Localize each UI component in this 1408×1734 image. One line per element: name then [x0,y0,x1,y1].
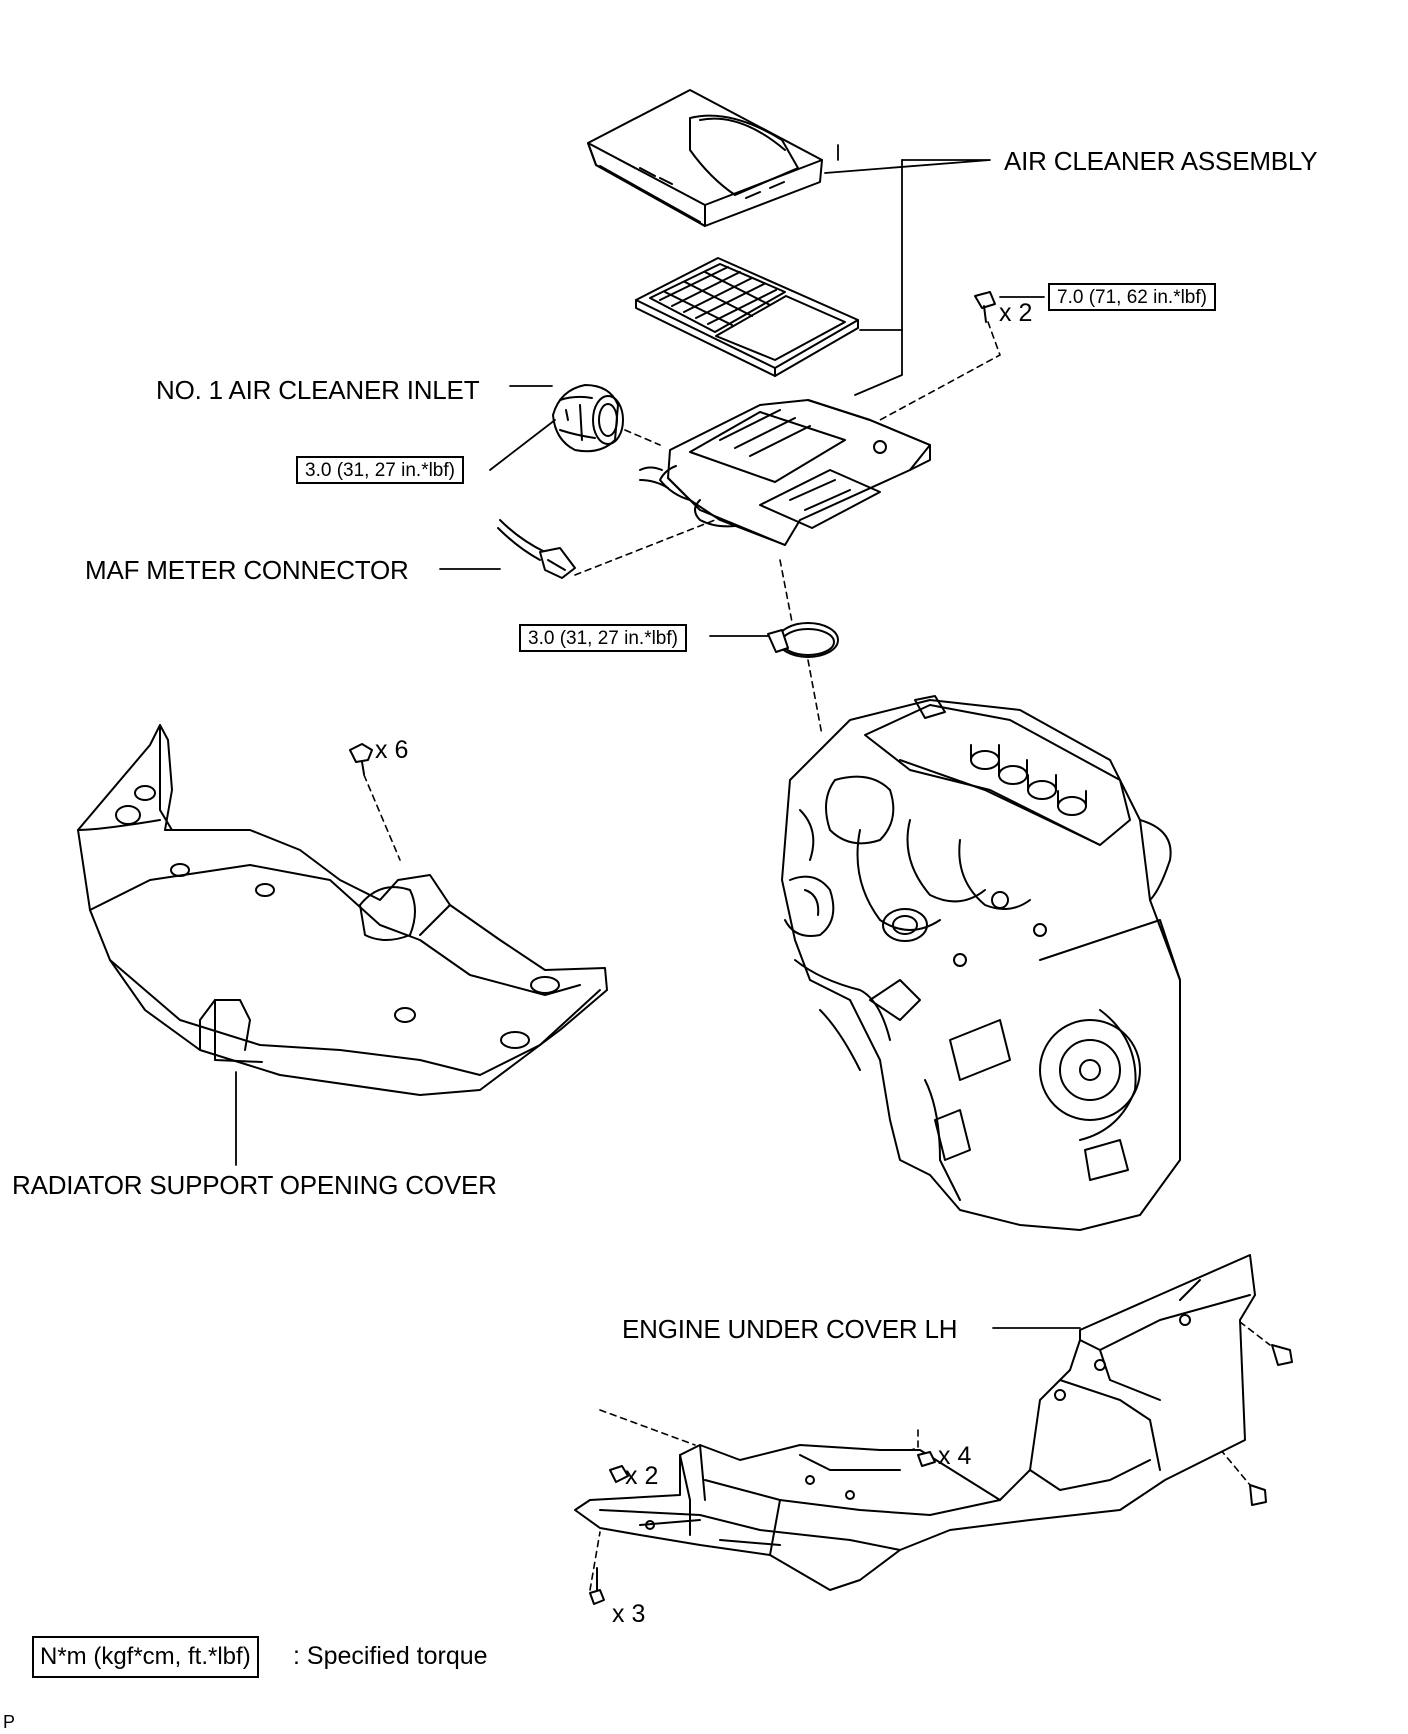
qty-under-cover-right: x 4 [938,1442,972,1470]
label-engine-under-cover-lh: ENGINE UNDER COVER LH [622,1314,958,1344]
leader-lines [235,144,1081,1329]
torque-box-hose-clamp: 3.0 (31, 27 in.*lbf) [519,624,687,652]
torque-box-inlet-clamp: 3.0 (31, 27 in.*lbf) [296,456,464,484]
label-maf-meter-connector: MAF METER CONNECTOR [85,555,409,585]
qty-under-cover-left: x 2 [625,1462,659,1490]
qty-air-cleaner-bolts: x 2 [999,299,1033,327]
label-no1-air-cleaner-inlet: NO. 1 AIR CLEANER INLET [156,375,480,405]
air-filter-element [635,257,859,377]
air-cleaner-cap [587,89,823,227]
clip-radiator-cover [349,743,373,775]
legend-description: : Specified torque [293,1642,488,1670]
label-air-cleaner-assembly: AIR CLEANER ASSEMBLY [1004,146,1318,176]
engine-block [781,695,1181,1231]
hose-clamp-part [767,622,839,658]
engine-under-cover-part [574,1254,1293,1605]
maf-connector-part [497,519,576,579]
legend-torque-unit-box: N*m (kgf*cm, ft.*lbf) [32,1636,259,1678]
label-radiator-support-opening-cover: RADIATOR SUPPORT OPENING COVER [12,1170,497,1200]
qty-radiator-clips: x 6 [375,736,409,764]
corner-mark: P [3,1712,16,1732]
qty-under-cover-bottom: x 3 [612,1600,646,1628]
bolt-air-cleaner [974,291,996,323]
air-cleaner-inlet-part [552,384,624,453]
torque-box-air-cleaner-bolt: 7.0 (71, 62 in.*lbf) [1048,283,1216,311]
radiator-cover-part [77,724,608,1096]
air-cleaner-case [639,399,931,546]
